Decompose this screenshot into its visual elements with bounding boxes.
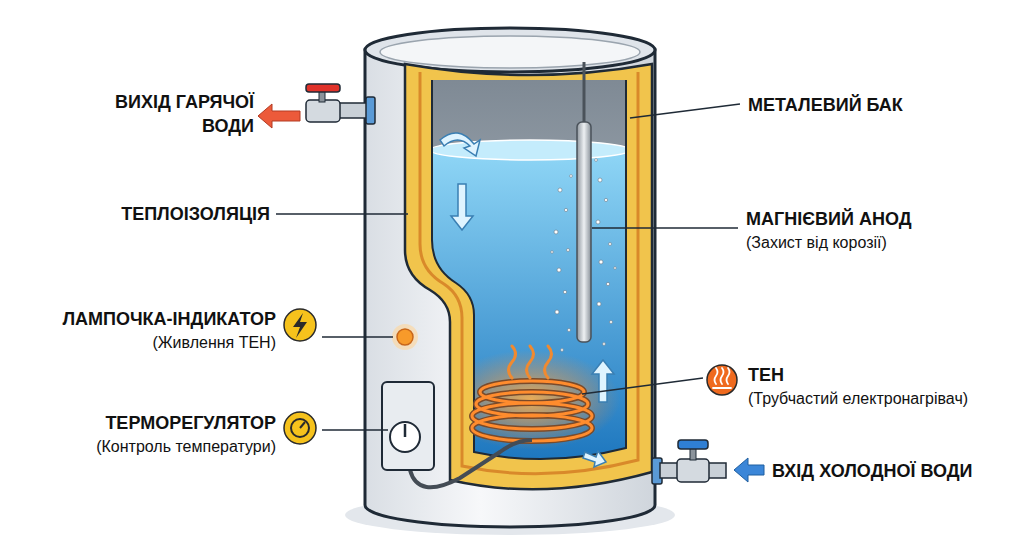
heat-waves xyxy=(509,346,552,378)
magnesium-anode xyxy=(551,62,617,351)
callout-note: (Захист від корозії) xyxy=(746,233,887,253)
leader-lines xyxy=(276,104,740,430)
tank-inner-edge xyxy=(432,80,626,459)
callout-label: ТЕН xyxy=(748,363,784,387)
gauge-icon xyxy=(284,412,316,444)
top-inner xyxy=(380,36,640,68)
callout-label: МАГНІЄВИЙ АНОД xyxy=(746,207,911,231)
heating-coil xyxy=(472,381,592,441)
thermostat-knob xyxy=(390,422,420,452)
callout-label: ЛАМПОЧКА-ІНДИКАТОР xyxy=(62,307,276,331)
flow-arrows xyxy=(440,133,614,467)
thermostat-panel xyxy=(382,382,434,470)
tank-water xyxy=(420,150,640,470)
callout-label: ТЕПЛОІЗОЛЯЦІЯ xyxy=(121,202,270,226)
callout-label: ТЕРМОРЕГУЛЯТОР xyxy=(105,411,276,435)
insulation-layer xyxy=(405,64,652,489)
cold-inlet xyxy=(652,440,764,484)
tank-air xyxy=(420,70,640,470)
outer-shell xyxy=(365,50,655,527)
lamp-glow xyxy=(392,324,418,350)
water-surface xyxy=(430,140,630,160)
callout-label: МЕТАЛЕВИЙ БАК xyxy=(748,93,903,117)
callout-note: (Контроль температури) xyxy=(96,437,276,457)
hot-outlet xyxy=(258,84,375,128)
knob-tick xyxy=(404,424,407,437)
heater-icon xyxy=(707,365,737,395)
callout-label: ВХІД ХОЛОДНОЇ ВОДИ xyxy=(772,459,973,483)
callout-note: (Трубчастий електронагрівач) xyxy=(748,389,968,409)
power-icon xyxy=(284,309,316,341)
indicator-lamp xyxy=(397,329,413,345)
callout-note: (Живлення ТЕН) xyxy=(152,333,276,353)
callout-label: ВИХІД ГАРЯЧОЇ ВОДИ xyxy=(112,90,254,139)
heat-glow xyxy=(440,350,620,450)
